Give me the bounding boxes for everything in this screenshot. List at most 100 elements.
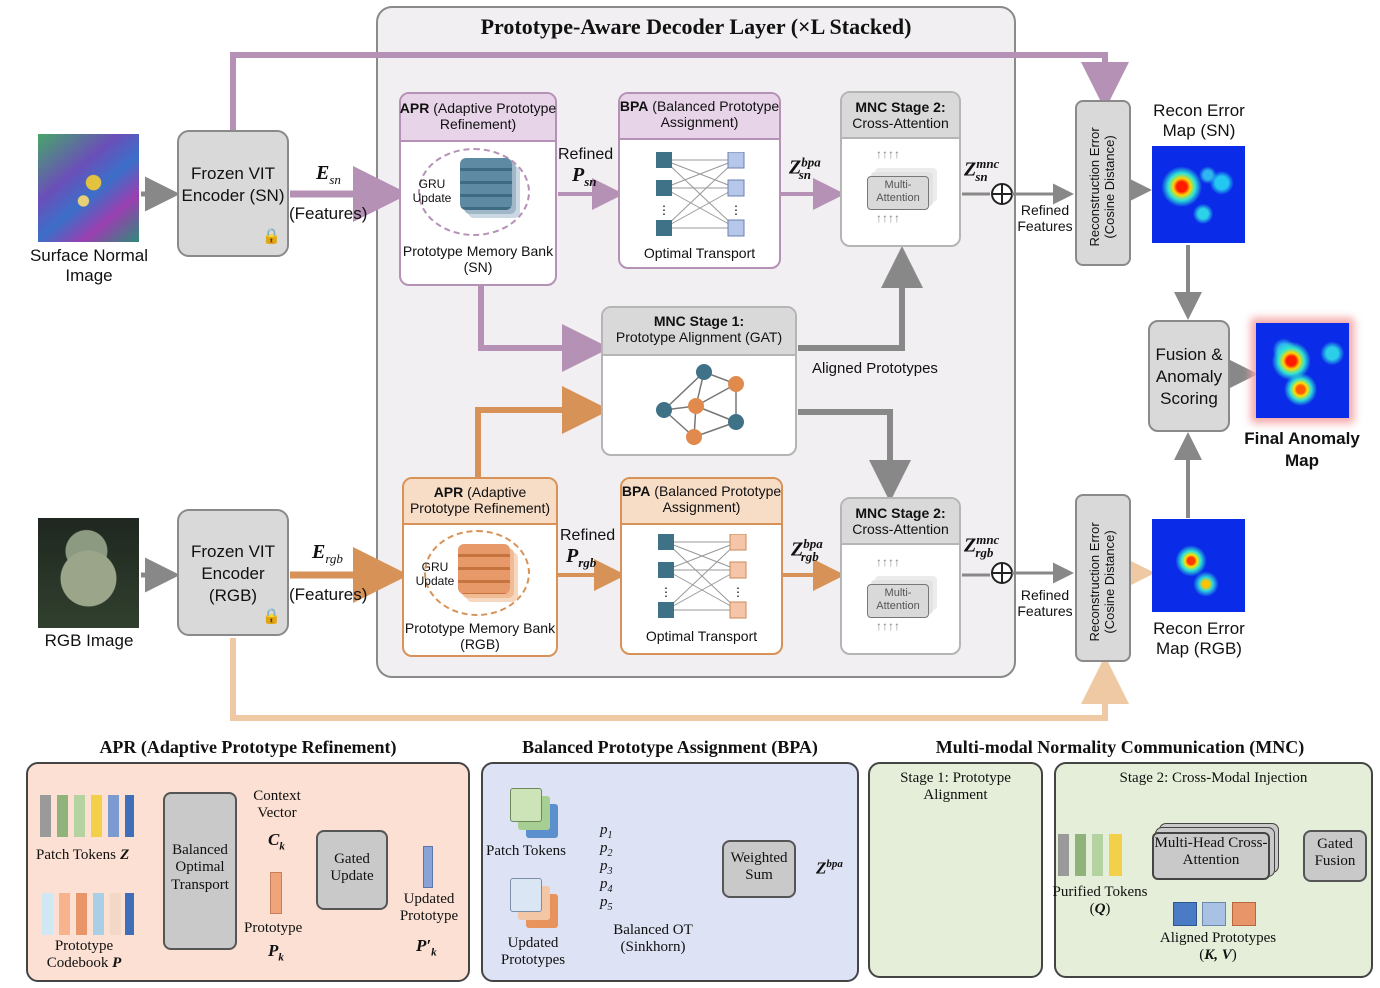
lock-icon: 🔒 xyxy=(262,608,281,625)
mhca-label: Multi-Head Cross-Attention xyxy=(1154,835,1268,869)
bottom-bpa-panel xyxy=(481,762,859,982)
mhca-box xyxy=(1152,832,1270,880)
bpa-rgb-header: BPA (Balanced Prototype Assignment) xyxy=(621,483,782,516)
recon-error-rgb-label: Reconstruction Error (Cosine Distance) xyxy=(1087,522,1117,642)
gru-cycle-rgb xyxy=(424,530,530,616)
rgb-image-label: RGB Image xyxy=(44,631,134,650)
bpa-patch-stack xyxy=(510,788,542,822)
svg-text:⋮: ⋮ xyxy=(730,203,742,217)
final-anomaly-map-label: Final Anomaly Map xyxy=(1244,429,1360,471)
apr-rgb-header: APR (Adaptive Prototype Refinement) xyxy=(409,484,551,517)
multi-attention-sn-label: Multi-Attention xyxy=(876,179,920,204)
surface-normal-label: Surface Normal Image xyxy=(29,246,149,285)
codebook-bars xyxy=(42,893,134,935)
refined-features-sn: Refined Features xyxy=(1017,202,1073,235)
e-rgb-label: Ergb xyxy=(312,541,343,566)
context-vector-label: Context Vector xyxy=(253,788,301,822)
mnc2-sn-block xyxy=(840,91,961,247)
purified-tokens-label: Purified Tokens (Q) xyxy=(1052,884,1148,918)
memory-stack-icon xyxy=(458,544,510,594)
bottom-mnc-title: Multi-modal Normality Communication (MNC… xyxy=(935,737,1305,757)
bottom-mnc-stage1-panel xyxy=(868,762,1043,978)
patch-tokens-label: Patch Tokens Z xyxy=(36,847,130,863)
zbpa-label: Zbpa xyxy=(816,858,843,878)
p-row-1: p1 xyxy=(600,822,613,841)
updated-prototype-bar xyxy=(423,846,433,888)
bottom-bpa-title: Balanced Prototype Assignment (BPA) xyxy=(522,737,818,757)
pk-prime-label: P′k xyxy=(416,936,437,959)
aligned-token-blue xyxy=(1173,902,1197,926)
stage2-title: Stage 2: Cross-Modal Injection xyxy=(1119,770,1308,786)
p-row-4: p4 xyxy=(600,876,613,895)
bank-sn-label: Prototype Memory Bank (SN) xyxy=(402,243,554,276)
encoder-rgb xyxy=(177,509,289,636)
p-row-2: p2 xyxy=(600,840,613,859)
gru-cycle-sn xyxy=(418,148,530,236)
gru-update-sn: GRU Update xyxy=(412,177,452,205)
fusion-scoring-label: Fusion & Anomaly Scoring xyxy=(1155,345,1223,409)
mnc2-rgb-block xyxy=(840,497,961,655)
lock-icon: 🔒 xyxy=(262,228,281,245)
bpa-sn-block xyxy=(618,92,781,269)
recon-error-rgb xyxy=(1075,494,1131,662)
z-mnc-sn: Zmncsn xyxy=(964,156,1000,184)
multi-attention-sn xyxy=(867,176,929,210)
encoder-sn xyxy=(177,130,289,257)
encoder-sn-label: Frozen VIT Encoder (SN) xyxy=(181,164,285,206)
attention-arrows-icon: ↑↑↑↑ xyxy=(876,147,900,161)
updated-prototypes-label: Updated Prototypes xyxy=(500,935,566,969)
sn-bypass-arrow xyxy=(230,52,1129,130)
features-label-sn: (Features) xyxy=(289,204,368,223)
bipartite-graph-rgb: ⋮⋮ xyxy=(658,534,747,619)
patch-token-bars xyxy=(40,795,134,837)
recon-error-sn xyxy=(1075,100,1131,266)
weighted-sum-box xyxy=(722,840,796,898)
features-label-rgb: (Features) xyxy=(289,585,368,604)
aligned-prototypes-bottom-label: Aligned Prototypes (K, V) xyxy=(1159,930,1277,964)
mnc1-header: MNC Stage 1:Prototype Alignment (GAT) xyxy=(615,313,783,346)
bipartite-graph-sn: ⋮⋮ xyxy=(656,152,745,237)
gru-update-rgb: GRU Update xyxy=(415,560,455,588)
bank-rgb-label: Prototype Memory Bank (RGB) xyxy=(404,620,556,653)
memory-stack-icon xyxy=(460,158,512,210)
refined-rgb-label: Refined xyxy=(560,527,616,544)
prototype-codebook-label: Prototype Codebook P xyxy=(46,938,122,972)
recon-map-sn-label: Recon Error Map (SN) xyxy=(1153,101,1245,140)
gated-update-label: Gated Update xyxy=(330,851,374,885)
gated-fusion-label: Gated Fusion xyxy=(1314,836,1356,870)
rgb-image xyxy=(38,518,139,628)
svg-text:⋮: ⋮ xyxy=(732,585,744,599)
svg-text:⋮: ⋮ xyxy=(660,585,672,599)
z-bpa-rgb: Zbpargb xyxy=(791,536,823,564)
attention-arrows-icon: ↑↑↑↑ xyxy=(876,555,900,569)
p-rgb-label: Prgb xyxy=(566,545,597,570)
encoder-rgb-label: Frozen VIT Encoder (RGB) xyxy=(190,542,276,606)
balanced-ot-label: Balanced Optimal Transport xyxy=(171,842,229,893)
bpa-proto-stack xyxy=(510,878,542,912)
prototype-bar xyxy=(270,872,282,914)
bpa-rgb-block xyxy=(620,477,783,655)
weighted-sum-label: Weighted Sum xyxy=(730,850,788,884)
recon-map-rgb-label: Recon Error Map (RGB) xyxy=(1153,619,1245,658)
recon-map-sn xyxy=(1152,146,1245,243)
refined-sn-label: Refined xyxy=(558,146,614,163)
prototype-label: Prototype xyxy=(244,920,303,936)
multi-attention-rgb-label: Multi-Attention xyxy=(876,587,920,612)
aligned-prototypes-label: Aligned Prototypes xyxy=(812,360,938,377)
balanced-ot-box xyxy=(163,792,237,950)
gated-fusion-box xyxy=(1303,830,1367,882)
recon-error-sn-label: Reconstruction Error (Cosine Distance) xyxy=(1087,127,1117,247)
attention-arrows-icon: ↑↑↑↑ xyxy=(876,211,900,225)
fusion-scoring xyxy=(1148,320,1230,432)
recon-map-rgb xyxy=(1152,519,1245,612)
final-anomaly-map xyxy=(1256,323,1349,418)
svg-text:⋮: ⋮ xyxy=(658,203,670,217)
balanced-ot-caption: Balanced OT (Sinkhorn) xyxy=(613,922,693,956)
aligned-token-lightblue xyxy=(1202,902,1226,926)
p-row-5: p5 xyxy=(600,894,613,913)
pk-label: Pk xyxy=(268,941,284,964)
mnc2-sn-header: MNC Stage 2:Cross-Attention xyxy=(852,99,949,132)
apr-sn-header: APR (Adaptive Prototype Refinement) xyxy=(399,100,557,133)
e-sn-label: Esn xyxy=(316,162,341,187)
aligned-token-orange xyxy=(1232,902,1256,926)
